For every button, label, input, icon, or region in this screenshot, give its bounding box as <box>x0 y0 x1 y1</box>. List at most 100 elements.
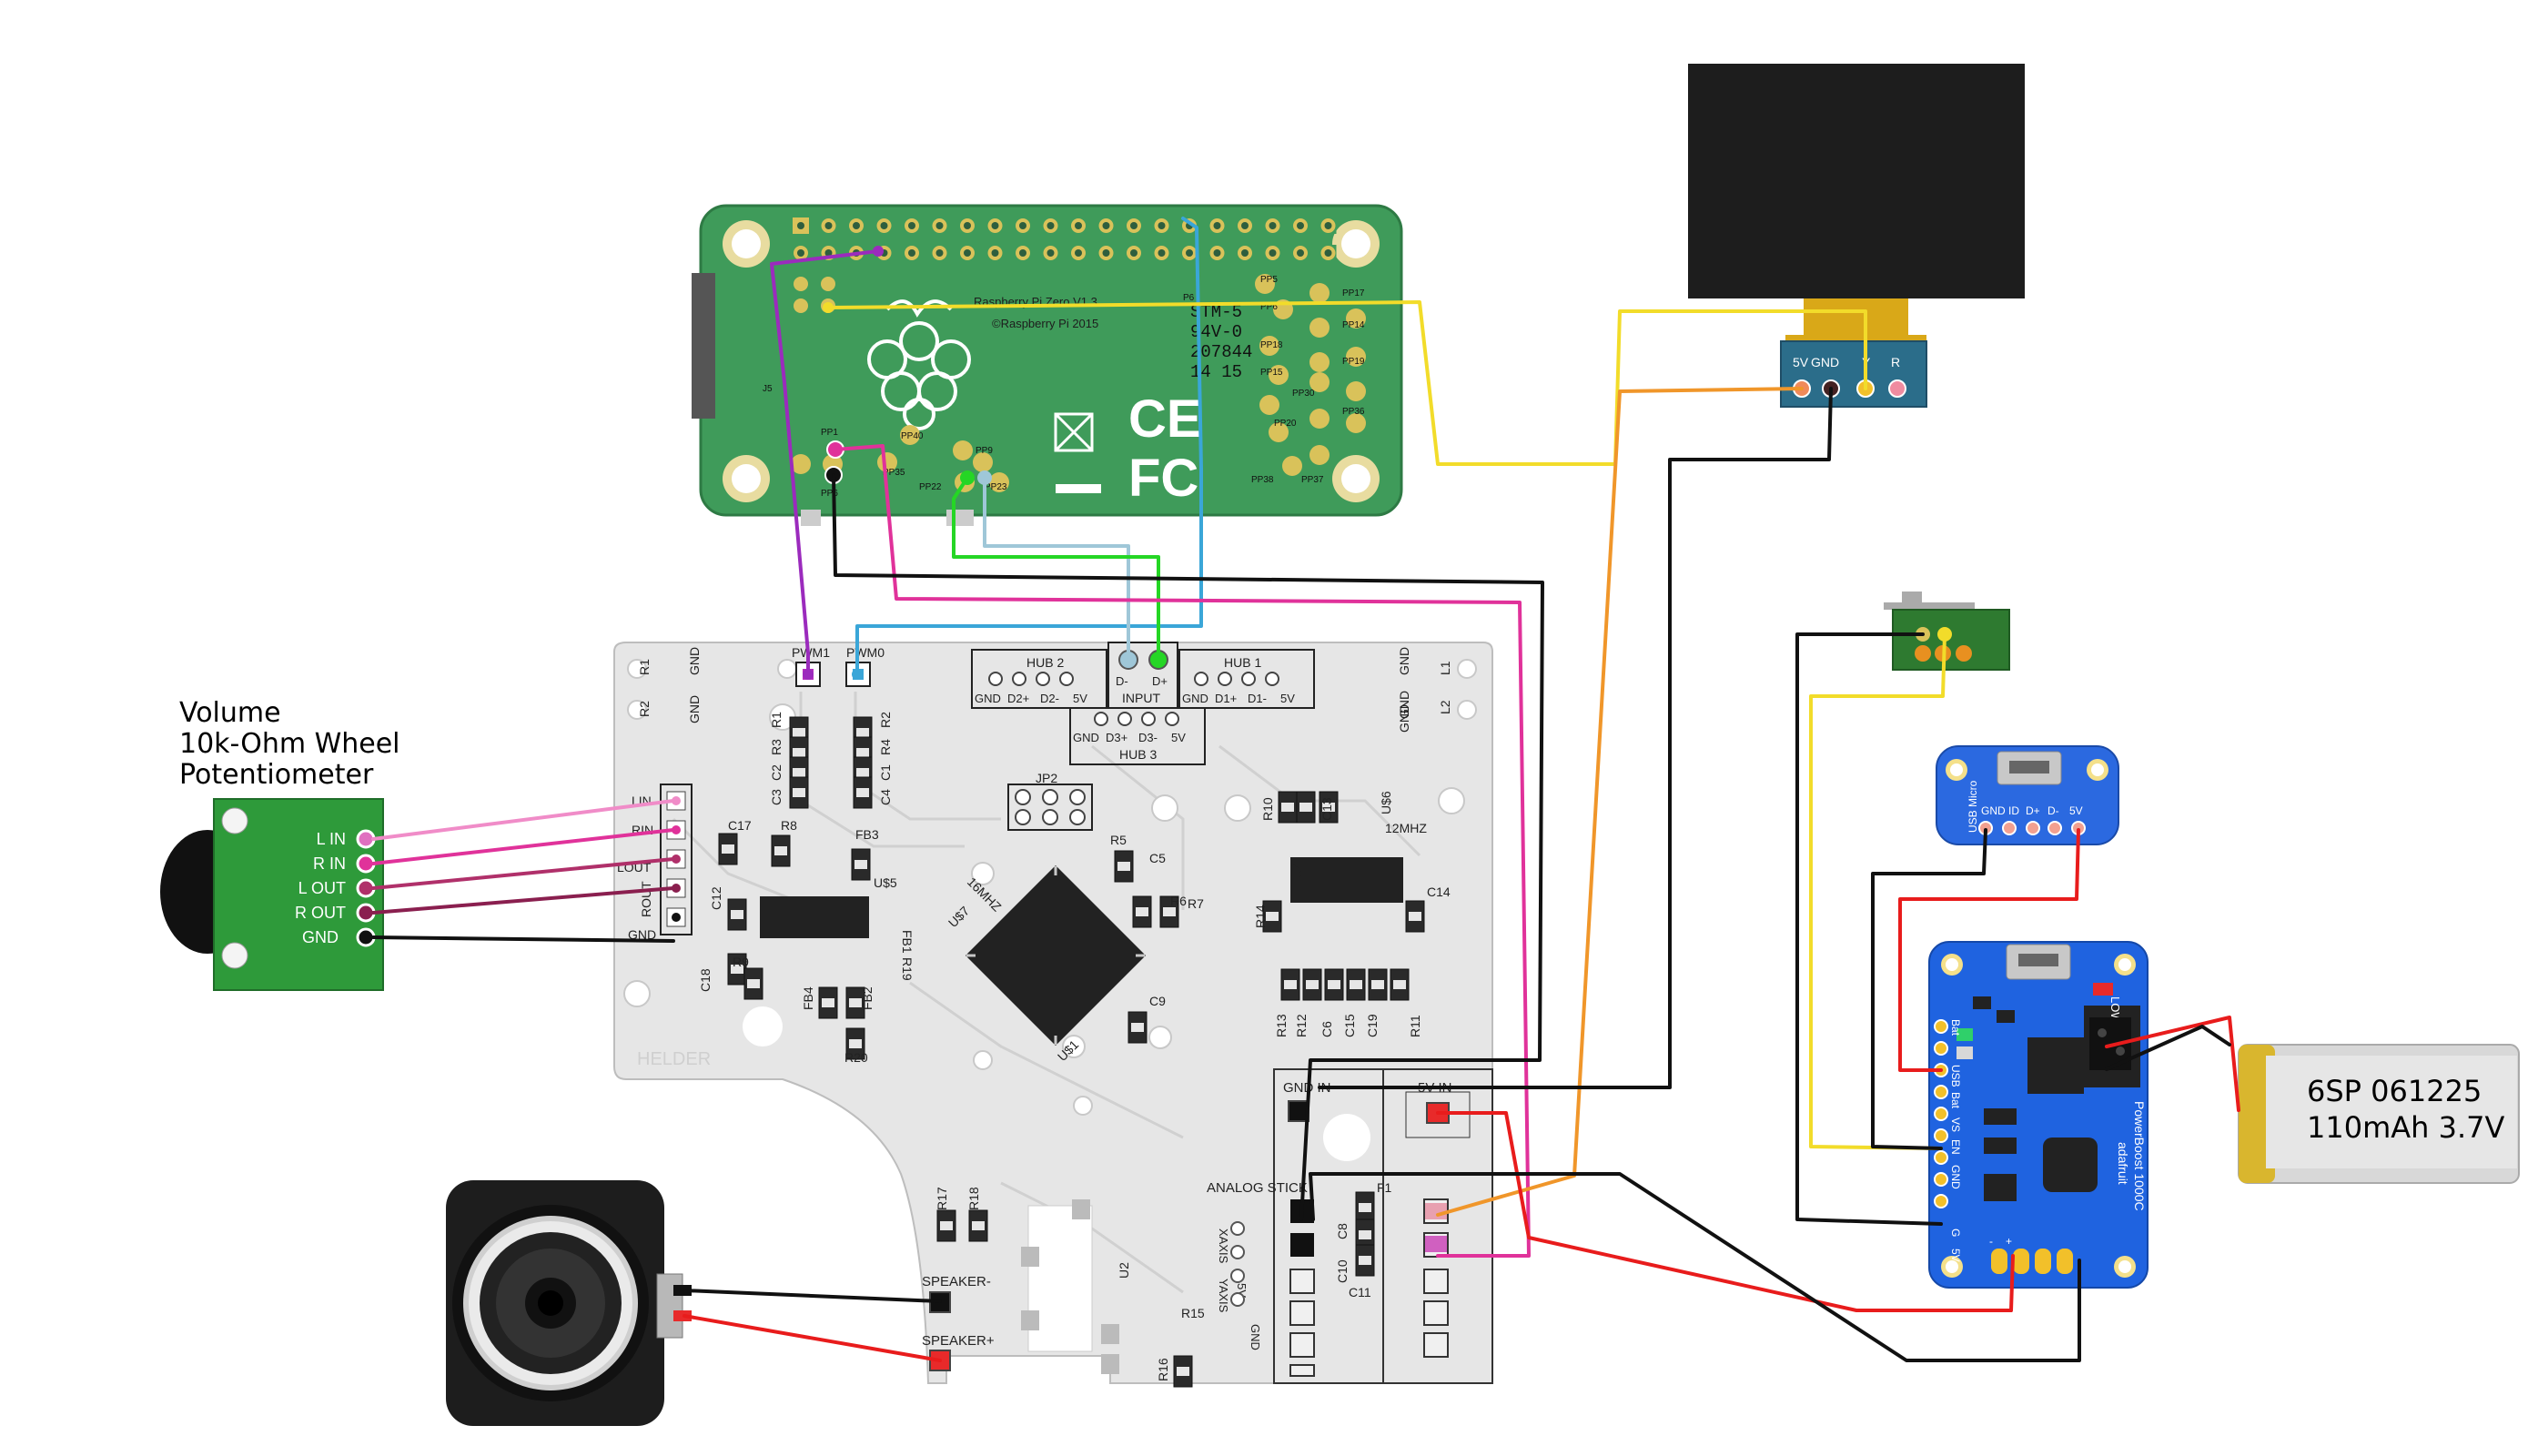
smd-component-body <box>1371 980 1384 989</box>
part-label: C14 <box>1427 885 1451 899</box>
part-label: C4 <box>878 789 893 805</box>
gpio-hole <box>1158 249 1166 257</box>
pi-mark-1: 94V-0 <box>1190 322 1242 342</box>
wire-display-5v <box>1436 387 1804 1217</box>
part-label: C12 <box>709 886 723 910</box>
part-label: R16 <box>1156 1358 1170 1381</box>
pp-label-12: PP40 <box>901 431 924 441</box>
pp-label-15: PP22 <box>919 482 942 492</box>
pp-label-19: J5 <box>763 384 773 394</box>
wire-pwm0 <box>855 217 1203 673</box>
gpio-hole <box>1324 249 1332 257</box>
hub3-pin-3: 5V <box>1171 731 1186 744</box>
smd-component-body <box>849 998 862 1007</box>
smd-component-body <box>1163 907 1176 916</box>
smd-component-body <box>1177 1367 1189 1376</box>
usb-pin-gnd: GND <box>1981 804 2006 817</box>
pb-pin-label-0: Bat <box>1949 1019 1962 1036</box>
corner-label-gnd2: GND <box>687 695 702 723</box>
usb-micro-breakout[interactable]: USB Micro GND ID D+ D- 5V <box>1936 745 2119 845</box>
hub1-name: HUB 1 <box>1224 655 1261 670</box>
powerboost-low: LOW <box>2108 996 2122 1024</box>
usb-breakout-label: USB Micro <box>1967 780 1979 833</box>
pb-bottom-5v: 5V <box>1949 1249 1962 1262</box>
corner-label-gnd1: GND <box>687 647 702 675</box>
part-label: C13 <box>1320 797 1334 821</box>
smd-component-body <box>793 748 805 757</box>
wire-r-in <box>371 828 675 865</box>
part-label: F1 <box>1377 1180 1392 1195</box>
pi-copyright: ©Raspberry Pi 2015 <box>992 317 1098 330</box>
volume-label-line1: Volume <box>179 697 281 729</box>
powerboost-1000c[interactable]: LOW PowerBoost 1000C adafruit Bat USB Ba… <box>1928 941 2149 1289</box>
pp-label-3: PP14 <box>1342 320 1365 330</box>
ic-u5 <box>760 896 869 938</box>
hub2-pin-1: D2+ <box>1007 692 1029 705</box>
hub1-pin-0: GND <box>1182 692 1208 705</box>
pi-mark-0: STM-5 <box>1190 302 1242 322</box>
display-module[interactable]: 5V GND Y R <box>1688 64 2025 408</box>
part-label: R19 <box>900 957 915 981</box>
part-label: C8 <box>1335 1223 1350 1239</box>
pi-pp-labels: PP5 PP6 PP17 PP14 PP18 PP19 PP15 PP30 PP… <box>763 275 1365 499</box>
pwm0-label: PWM0 <box>846 645 885 660</box>
hub2-name: HUB 2 <box>1026 655 1064 670</box>
gpio-hole <box>1130 222 1138 229</box>
jp2-jumper <box>1007 784 1093 831</box>
wire-usb-5v <box>1898 828 2080 1072</box>
corner-label-gnd3: GND <box>1397 647 1411 675</box>
part-label: R17 <box>935 1187 949 1210</box>
pp-label-11: PP37 <box>1301 475 1324 485</box>
wire-pot-gnd <box>371 935 675 943</box>
pb-bottom-plus: + <box>2006 1235 2012 1248</box>
wire-switch-en <box>1809 632 1946 1150</box>
smd-component-body <box>722 844 734 854</box>
hub2-pin-0: GND <box>975 692 1001 705</box>
gpio-hole <box>964 222 971 229</box>
helper-pcb[interactable]: R1 GND R2 GND GND GND L1 GND L2 PWM1 PWM… <box>613 642 1493 1388</box>
part-label: R1 <box>769 712 784 728</box>
potentiometer[interactable]: L IN R IN L OUT R OUT GND <box>160 798 384 991</box>
input-pin-dminus: D- <box>1116 674 1128 688</box>
part-label: C19 <box>1365 1014 1380 1037</box>
gpio-hole <box>824 249 833 257</box>
pp-label-8: PP36 <box>1342 407 1365 417</box>
pp-label-4: PP18 <box>1260 340 1283 350</box>
part-label: 12MHZ <box>1385 821 1427 835</box>
power-switch[interactable] <box>1884 592 2010 671</box>
pot-pin-r-in: R IN <box>313 854 346 873</box>
battery-line2: 110mAh 3.7V <box>2307 1110 2504 1145</box>
smd-component-body <box>1350 980 1362 989</box>
smd-component-body <box>1322 803 1335 812</box>
pp-label-5: PP19 <box>1342 357 1365 367</box>
smd-component-body <box>856 728 869 737</box>
helper-passives <box>718 716 1425 1388</box>
lipo-battery[interactable]: 6SP 061225 110mAh 3.7V <box>2238 1044 2520 1184</box>
input-name: INPUT <box>1122 691 1160 705</box>
powerboost-name: PowerBoost 1000C <box>2132 1101 2147 1211</box>
smd-component-body <box>1299 803 1312 812</box>
gpio-hole <box>1046 249 1055 257</box>
smd-component-body <box>1117 862 1130 871</box>
pb-pin-label-5: GND <box>1949 1165 1962 1189</box>
smd-component-body <box>1393 980 1406 989</box>
gpio-hole <box>1019 249 1026 257</box>
part-label: R6 <box>1170 894 1187 908</box>
helper-logo: HELDER <box>637 1049 711 1069</box>
raspberry-pi-zero[interactable]: Raspberry Pi Zero V1.3 ©Raspberry Pi 201… <box>692 204 1403 526</box>
switch-board <box>1892 609 2010 671</box>
audio-pin-gnd: GND <box>628 927 656 942</box>
part-label: FB4 <box>801 986 815 1010</box>
gpio-hole <box>935 222 944 229</box>
wire-switch-gnd <box>1795 632 1943 1226</box>
speaker-minus-label: SPEAKER- <box>922 1274 991 1289</box>
smd-component-body <box>793 788 805 797</box>
gpio-hole <box>964 249 971 257</box>
gpio-hole <box>880 222 888 229</box>
gpio-hole <box>1075 249 1082 257</box>
axis-gnd: GND <box>1249 1324 1262 1350</box>
pp-label-6: PP15 <box>1260 368 1283 378</box>
pot-pin-labels: L IN R IN L OUT R OUT GND <box>295 830 346 946</box>
pp-label-9: PP20 <box>1274 419 1297 429</box>
gpio-hole <box>991 249 999 257</box>
